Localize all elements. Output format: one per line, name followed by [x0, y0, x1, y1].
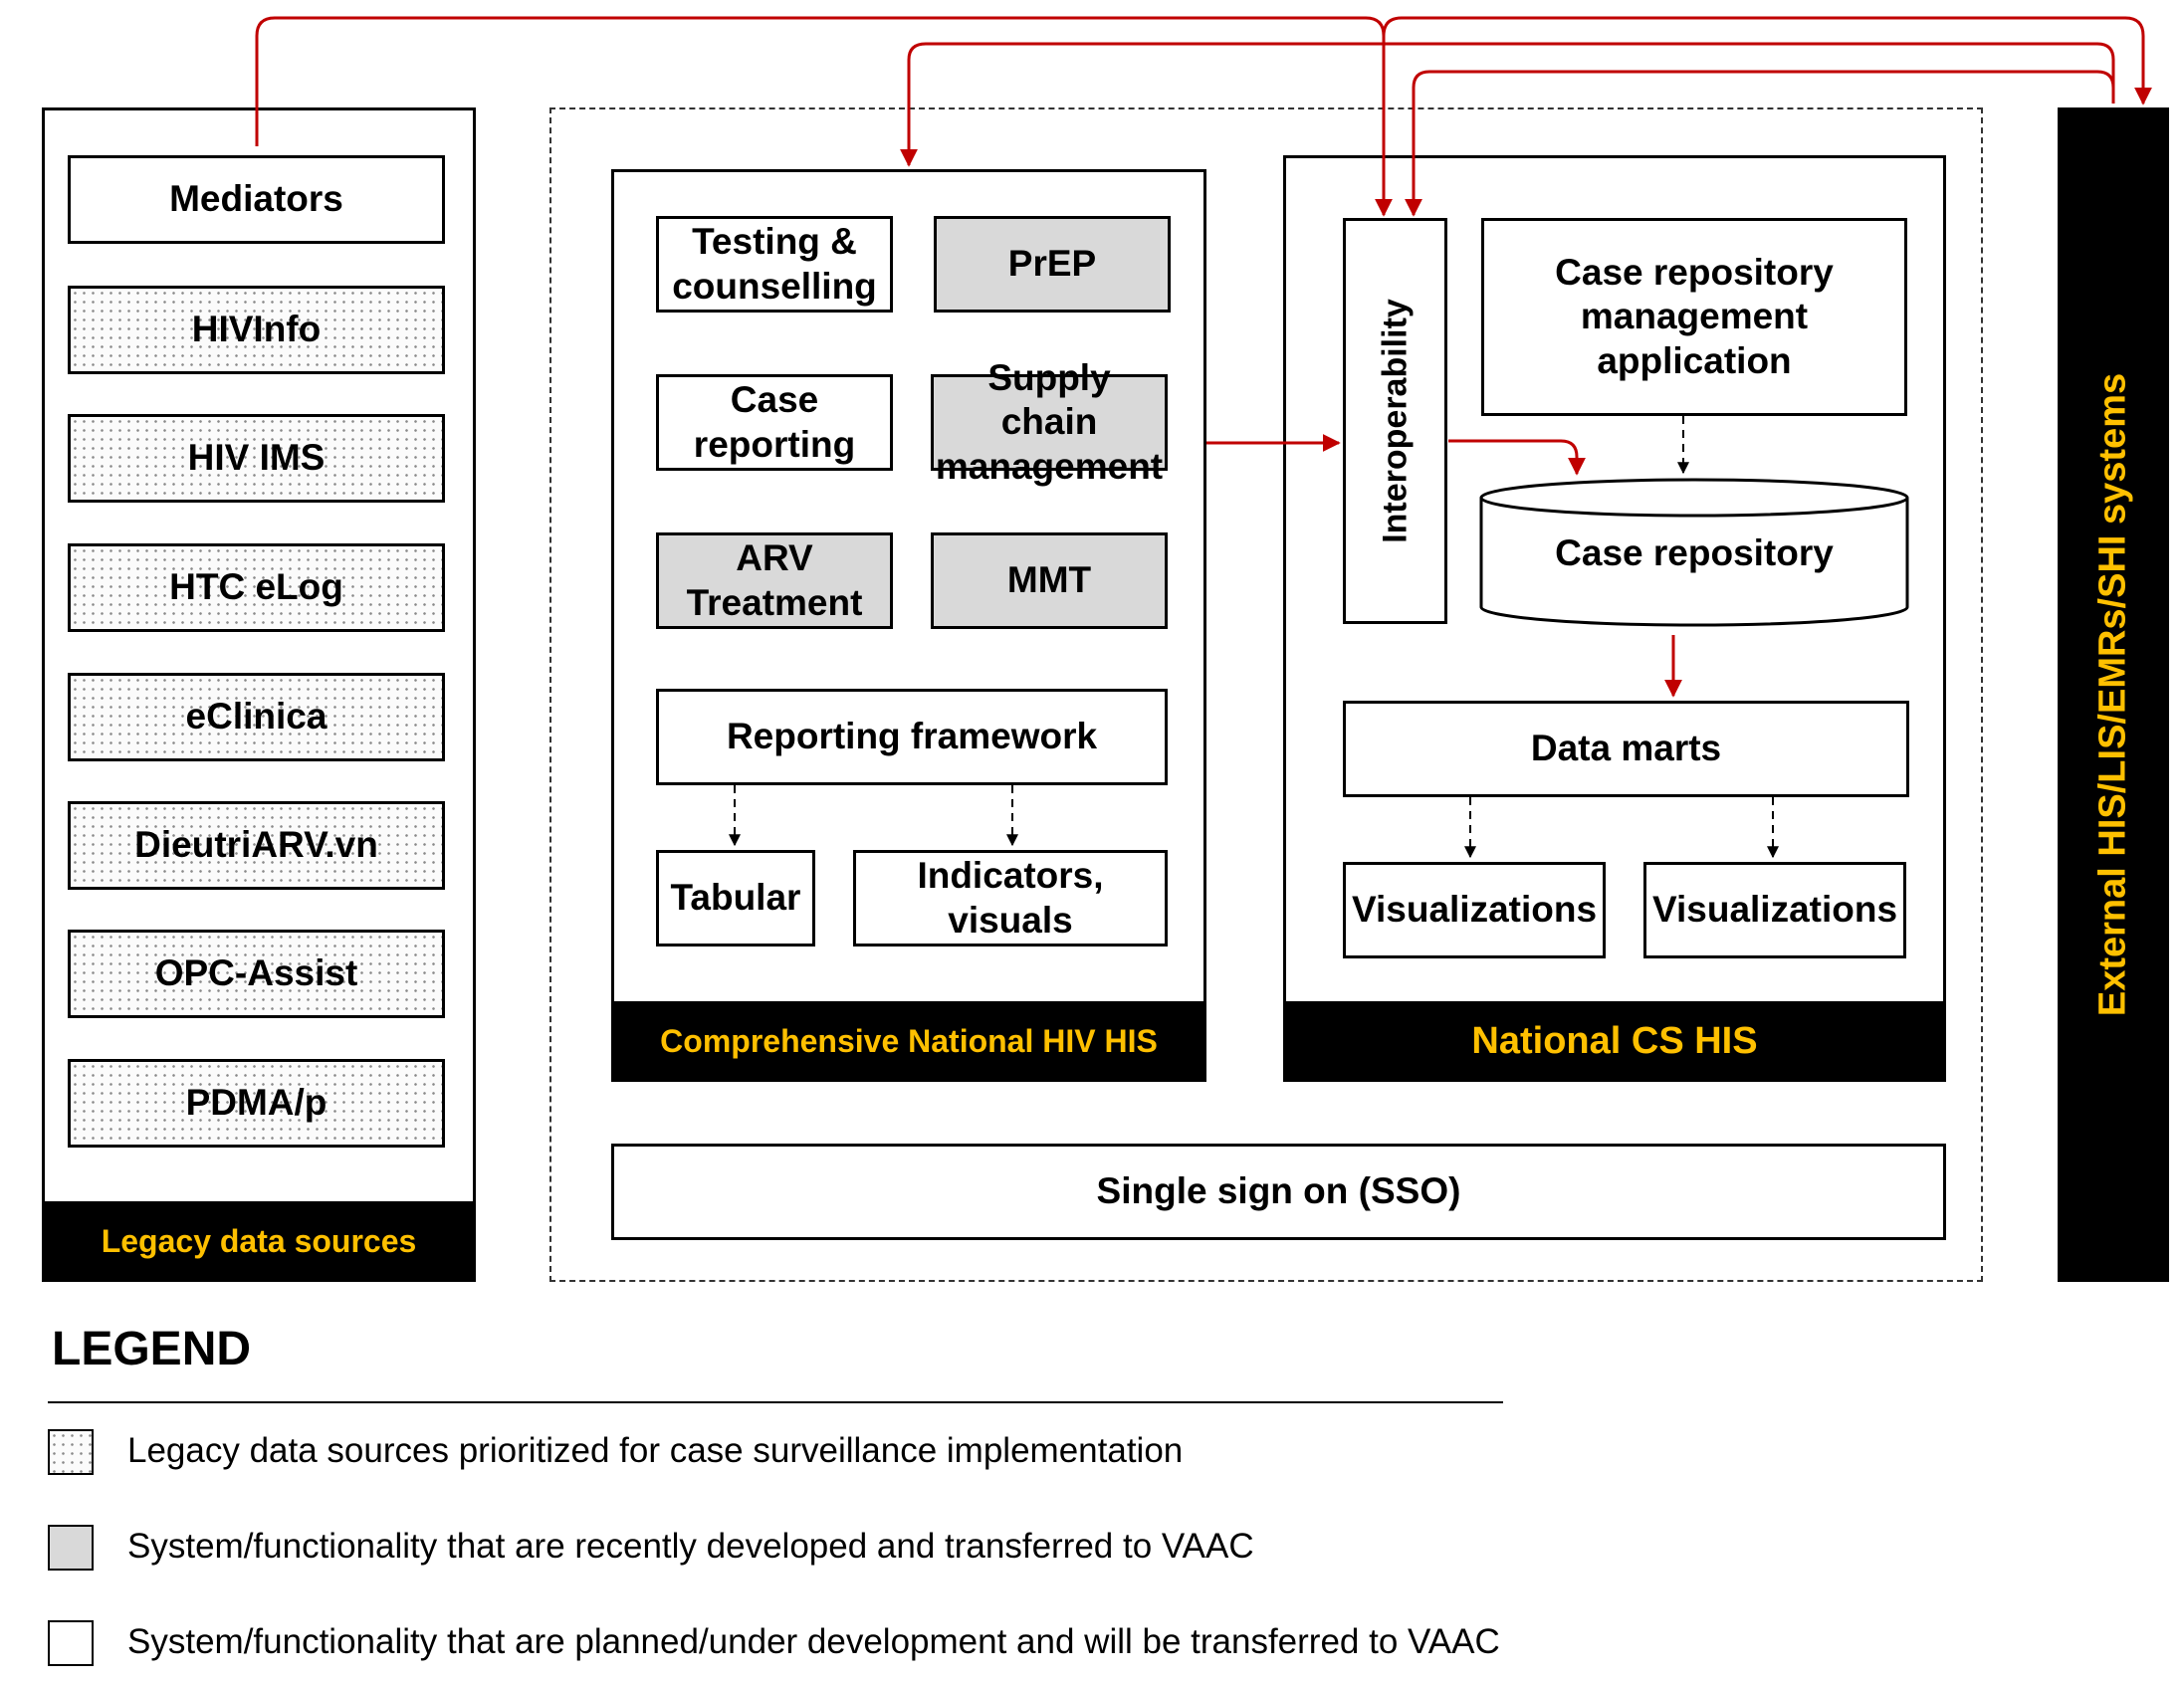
- legend-text-recent: System/functionality that are recently d…: [127, 1527, 1254, 1566]
- legacy-item-hiv-ims: HIV IMS: [68, 414, 445, 503]
- sso-box: Single sign on (SSO): [611, 1144, 1946, 1240]
- legacy-footer-bar: Legacy data sources: [42, 1201, 476, 1282]
- legend-swatch-white: [48, 1620, 94, 1666]
- indicators-visuals-box: Indicators, visuals: [853, 850, 1168, 947]
- module-testing-counselling: Testing & counselling: [656, 216, 893, 313]
- visualizations-right-box: Visualizations: [1643, 862, 1906, 958]
- visualizations-left-box: Visualizations: [1343, 862, 1606, 958]
- mediators-box: Mediators: [68, 155, 445, 244]
- external-systems-label: External HIS/LIS/EMRs/SHI systems: [2091, 372, 2134, 1017]
- legacy-item-pdma: PDMA/p: [68, 1059, 445, 1148]
- data-marts-box: Data marts: [1343, 701, 1909, 797]
- legacy-item-hivinfo: HIVInfo: [68, 286, 445, 374]
- case-repository-cylinder: [1479, 478, 1909, 627]
- reporting-framework-box: Reporting framework: [656, 689, 1168, 785]
- legend-swatch-gray: [48, 1525, 94, 1571]
- hiv-his-footer-label: Comprehensive National HIV HIS: [660, 1023, 1158, 1059]
- cs-his-footer-bar: National CS HIS: [1283, 1001, 1946, 1082]
- interoperability-box: Interoperability: [1343, 218, 1447, 624]
- legacy-item-dieutriarv: DieutriARV.vn: [68, 801, 445, 890]
- arrow-interop-to-external: [1382, 16, 2152, 105]
- legacy-item-opc-assist: OPC-Assist: [68, 930, 445, 1018]
- module-supply-chain: Supply chain management: [931, 357, 1168, 487]
- legacy-item-eclinica: eClinica: [68, 673, 445, 761]
- external-systems-bar: External HIS/LIS/EMRs/SHI systems: [2058, 107, 2169, 1282]
- cs-his-footer-label: National CS HIS: [1471, 1020, 1758, 1062]
- hiv-his-footer-bar: Comprehensive National HIV HIS: [611, 1001, 1206, 1082]
- legend-divider: [48, 1401, 1503, 1403]
- legend-swatch-dotted: [48, 1429, 94, 1475]
- tabular-box: Tabular: [656, 850, 815, 947]
- module-case-reporting: Case reporting: [656, 374, 893, 471]
- legend-text-planned: System/functionality that are planned/un…: [127, 1622, 1500, 1661]
- module-arv-treatment: ARV Treatment: [656, 532, 893, 629]
- legend-text-legacy: Legacy data sources prioritized for case…: [127, 1431, 1184, 1470]
- legend-title: LEGEND: [52, 1323, 252, 1375]
- legacy-footer-label: Legacy data sources: [101, 1223, 417, 1259]
- case-repo-app-box: Case repository management application: [1481, 218, 1907, 416]
- module-mmt: MMT: [931, 532, 1168, 629]
- module-prep: PrEP: [934, 216, 1171, 313]
- case-repository-label: Case repository: [1555, 532, 1834, 573]
- legacy-item-htc-elog: HTC eLog: [68, 543, 445, 632]
